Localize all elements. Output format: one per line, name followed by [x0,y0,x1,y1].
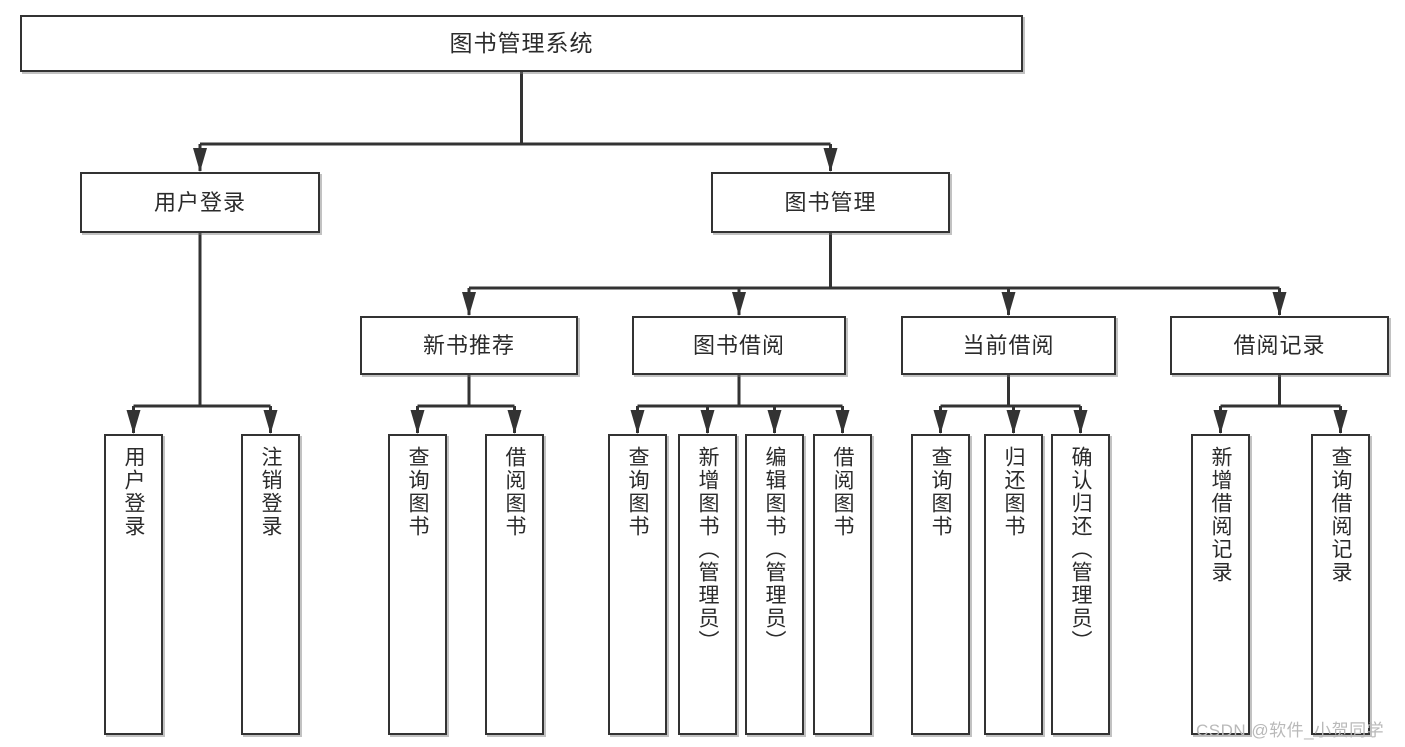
node-root[interactable]: 图书管理系统 [20,15,1023,72]
node-label: 图书管理 [784,189,877,215]
node-leaf-query-record[interactable]: 查询借阅记录 [1311,434,1370,735]
node-leaf-user-login[interactable]: 用户登录 [104,434,163,735]
node-new-book-rec[interactable]: 新书推荐 [360,316,578,375]
node-label: 归还图书 [1002,446,1025,538]
node-leaf-add-record[interactable]: 新增借阅记录 [1191,434,1250,735]
node-leaf-add-book[interactable]: 新增图书（管理员） [678,434,737,735]
node-label: 新增借阅记录 [1209,446,1232,584]
node-label: 编辑图书（管理员） [763,446,786,653]
node-label: 确认归还（管理员） [1069,446,1092,653]
node-leaf-query-book-2[interactable]: 查询图书 [608,434,667,735]
node-current-borrow[interactable]: 当前借阅 [901,316,1116,375]
node-label: 用户登录 [122,446,145,538]
node-label: 借阅图书 [503,446,526,538]
node-label: 新增图书（管理员） [696,446,719,653]
node-label: 图书借阅 [692,332,785,358]
node-label: 图书管理系统 [449,29,594,56]
node-leaf-user-logout[interactable]: 注销登录 [241,434,300,735]
node-leaf-query-book-3[interactable]: 查询图书 [911,434,970,735]
node-leaf-confirm-return[interactable]: 确认归还（管理员） [1051,434,1110,735]
node-label: 注销登录 [259,446,282,538]
node-leaf-borrow-book-2[interactable]: 借阅图书 [813,434,872,735]
node-label: 借阅图书 [831,446,854,538]
node-user-login[interactable]: 用户登录 [80,172,320,233]
node-leaf-borrow-book-1[interactable]: 借阅图书 [485,434,544,735]
node-label: 查询借阅记录 [1329,446,1352,584]
node-book-borrow[interactable]: 图书借阅 [632,316,846,375]
node-book-manage[interactable]: 图书管理 [711,172,950,233]
node-label: 借阅记录 [1233,332,1326,358]
node-leaf-query-book-1[interactable]: 查询图书 [388,434,447,735]
node-label: 新书推荐 [422,332,515,358]
node-label: 查询图书 [626,446,649,538]
node-leaf-return-book[interactable]: 归还图书 [984,434,1043,735]
node-label: 查询图书 [406,446,429,538]
node-label: 用户登录 [153,189,246,215]
node-leaf-edit-book[interactable]: 编辑图书（管理员） [745,434,804,735]
node-label: 当前借阅 [962,332,1055,358]
node-borrow-record[interactable]: 借阅记录 [1170,316,1389,375]
node-label: 查询图书 [929,446,952,538]
